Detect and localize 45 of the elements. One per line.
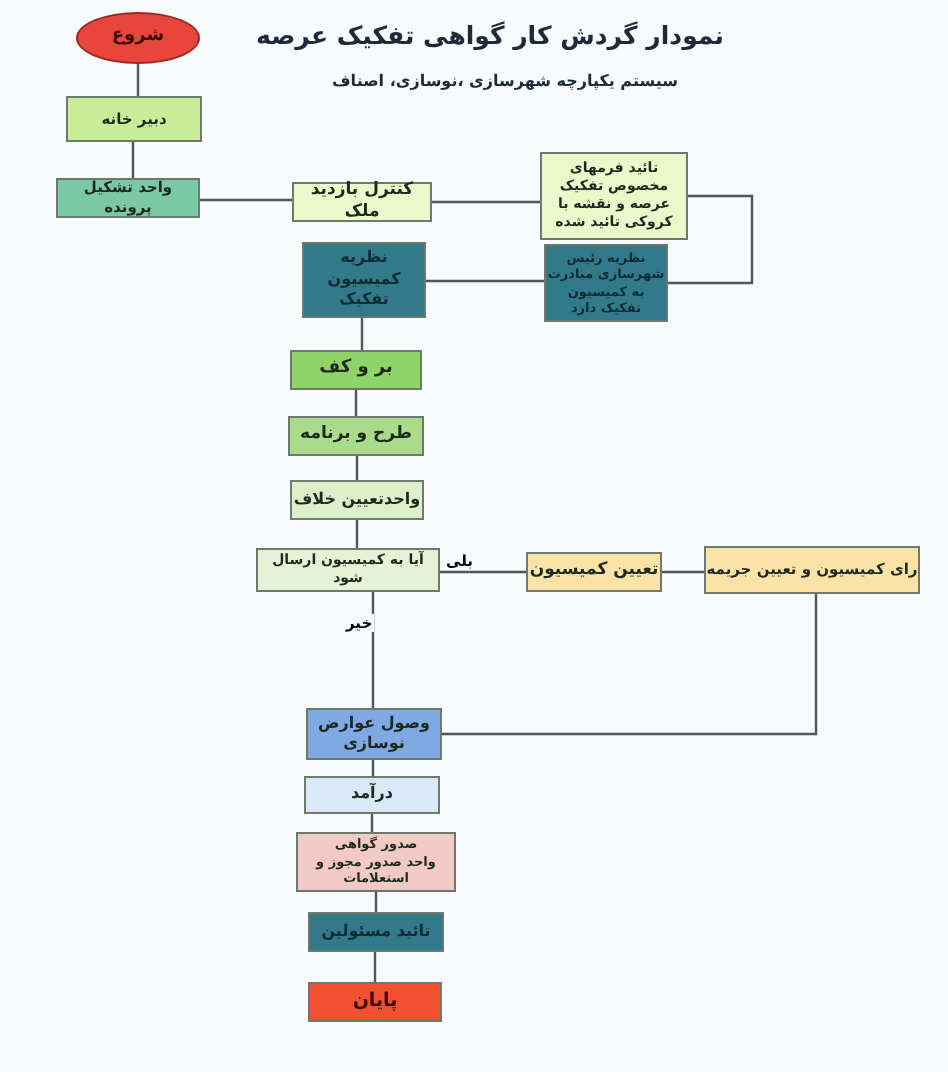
- process-box: [308, 912, 444, 952]
- connector-line: [440, 570, 526, 574]
- process-box: [56, 178, 200, 218]
- process-box: [304, 776, 440, 814]
- connector-line: [373, 952, 377, 982]
- box-label: واحدتعیین خلاف: [293, 489, 421, 511]
- connector-line: [354, 390, 358, 416]
- connector-line: [374, 892, 378, 912]
- connector-line: [131, 142, 135, 178]
- box-label: درآمد: [350, 784, 394, 806]
- process-box: [296, 832, 456, 892]
- box-label: طرح و برنامه: [300, 424, 412, 448]
- connector-line: [442, 594, 818, 736]
- process-box: [290, 480, 424, 520]
- process-box: [540, 152, 688, 240]
- process-box: [256, 548, 440, 592]
- box-label: وصول عوارض نوسازی: [315, 713, 433, 755]
- connector-line: [355, 456, 359, 480]
- connector-line: [360, 318, 364, 350]
- connector-line: [432, 200, 540, 204]
- process-box: [302, 242, 426, 318]
- box-label: بر و کف: [319, 358, 393, 382]
- process-box: [526, 552, 662, 592]
- connector-line: [662, 570, 704, 574]
- connector-line: [371, 592, 375, 708]
- process-box: [290, 350, 422, 390]
- connector-line: [136, 64, 140, 96]
- connector-line: [355, 520, 359, 548]
- connector-line: [200, 198, 292, 202]
- process-box: [306, 708, 442, 760]
- box-label: کنترل بازدید ملک: [308, 179, 416, 225]
- process-box: [308, 982, 442, 1022]
- connector-line: [668, 194, 754, 285]
- subtitle: سیستم یکپارچه شهرسازی ،نوسازی، اصناف: [332, 72, 678, 90]
- process-box: [288, 416, 424, 456]
- box-label: پایان: [352, 989, 398, 1015]
- box-label: نظریه کمیسیون تفکیک: [325, 248, 403, 312]
- box-label: تعیین کمیسیون: [529, 560, 659, 584]
- process-box: [66, 96, 202, 142]
- box-label: شروع: [111, 26, 165, 50]
- process-box: [292, 182, 432, 222]
- process-box: [704, 546, 920, 594]
- box-label: تائید مسئولین: [321, 921, 431, 943]
- diagram-title: نمودار گردش کار گواهی تفکیک عرصه: [256, 20, 724, 50]
- connector-line: [426, 279, 544, 283]
